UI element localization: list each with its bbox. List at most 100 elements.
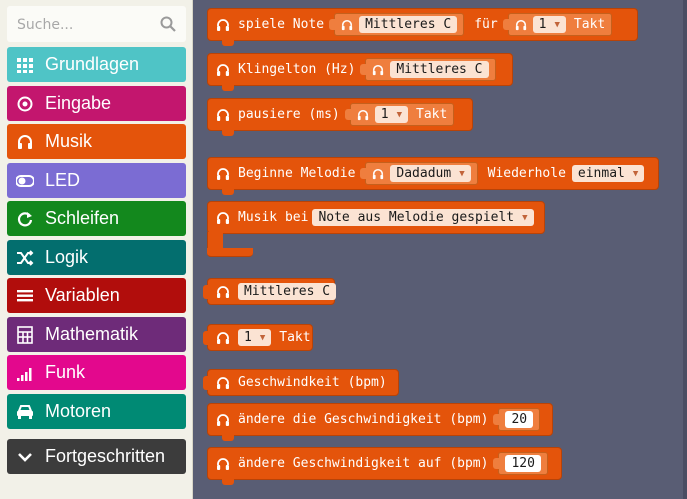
beats-socket[interactable]: 1▼ Takt	[344, 103, 455, 126]
block-label: ändere Geschwindigkeit auf (bpm)	[238, 456, 489, 471]
music-event-block[interactable]: Musik bei Note aus Melodie gespielt▼	[207, 201, 547, 257]
beats-socket[interactable]: 1▼ Takt	[502, 13, 613, 36]
note-value[interactable]: Mittleres C	[390, 61, 489, 78]
music-event-header[interactable]: Musik bei Note aus Melodie gespielt▼	[207, 201, 545, 234]
beat-unit-label: Takt	[573, 17, 606, 32]
repeat-dropdown[interactable]: einmal ▼	[571, 165, 645, 182]
value-socket[interactable]: 120	[493, 452, 548, 475]
block-notch	[222, 40, 234, 46]
block-label: spiele Note	[238, 17, 325, 32]
beat-reporter-block[interactable]: 1▼ Takt	[203, 324, 313, 351]
block-label: Musik bei	[238, 210, 309, 225]
block-output-tab	[203, 376, 209, 390]
change-tempo-block[interactable]: ändere die Geschwindigkeit (bpm) 20	[207, 403, 553, 441]
play-note-block[interactable]: spiele Note Mittleres C für 1▼ Takt	[207, 8, 638, 46]
dropdown-arrow-icon: ▼	[459, 168, 465, 179]
category-label: Musik	[45, 131, 93, 151]
block-notch	[222, 189, 234, 195]
chevron-down-icon	[18, 453, 32, 462]
beats-value: 1	[380, 107, 389, 122]
note-value[interactable]: Mittleres C	[238, 283, 337, 300]
block-label: Geschwindkeit (bpm)	[238, 375, 387, 390]
category-funk[interactable]: Funk	[7, 355, 186, 390]
socket-tab	[502, 19, 509, 30]
dropdown-arrow-icon: ▼	[259, 332, 266, 343]
socket-tab	[493, 414, 500, 425]
value-socket[interactable]: 20	[493, 408, 541, 431]
headphones-icon	[217, 332, 229, 344]
category-schleifen[interactable]: Schleifen	[7, 201, 186, 236]
category-label: Fortgeschritten	[45, 446, 166, 466]
category-mathematik[interactable]: Mathematik	[7, 317, 186, 352]
list-icon	[17, 290, 33, 302]
melody-dropdown[interactable]: Dadadum ▼	[390, 165, 471, 182]
category-fortgeschritten[interactable]: Fortgeschritten	[7, 439, 186, 474]
repeat-label: Wiederhole	[487, 166, 566, 181]
category-label: Logik	[45, 247, 89, 267]
tempo-reporter-block[interactable]: Geschwindkeit (bpm)	[203, 369, 399, 396]
headphones-icon	[217, 377, 229, 389]
note-reporter-block[interactable]: Mittleres C	[203, 278, 337, 305]
signal-icon	[17, 368, 32, 381]
melody-socket[interactable]: Dadadum ▼	[360, 162, 478, 185]
toolbox-sidebar: Grundlagen Eingabe Musik LED Schleifen L…	[0, 0, 193, 499]
category-label: Schleifen	[45, 208, 120, 228]
target-icon	[17, 96, 33, 112]
set-tempo-block[interactable]: ändere Geschwindigkeit auf (bpm) 120	[207, 447, 562, 485]
headphones-icon	[217, 212, 229, 224]
category-eingabe[interactable]: Eingabe	[7, 86, 186, 121]
socket-tab	[493, 458, 500, 469]
search-box[interactable]	[7, 6, 186, 42]
socket-tab	[360, 64, 367, 75]
block-output-tab	[203, 331, 209, 345]
note-socket[interactable]: Mittleres C	[329, 13, 465, 36]
search-input[interactable]	[15, 12, 149, 38]
note-value[interactable]: Mittleres C	[359, 16, 458, 33]
dropdown-arrow-icon: ▼	[396, 109, 402, 120]
socket-tab	[329, 19, 336, 30]
car-icon	[17, 405, 33, 419]
repeat-value: einmal	[577, 166, 625, 181]
headphones-icon	[217, 414, 229, 426]
beat-unit-label: Takt	[279, 330, 311, 345]
category-logik[interactable]: Logik	[7, 240, 186, 275]
start-melody-block[interactable]: Beginne Melodie Dadadum▼ Wiederhole einm…	[207, 157, 659, 195]
category-grundlagen[interactable]: Grundlagen	[7, 47, 186, 82]
block-label: Klingelton (Hz)	[238, 62, 356, 77]
tempo-set-input[interactable]: 120	[505, 455, 541, 472]
block-label: ändere die Geschwindigkeit (bpm)	[238, 412, 489, 427]
category-motoren[interactable]: Motoren	[7, 394, 186, 429]
event-dropdown[interactable]: Note aus Melodie gespielt▼	[312, 209, 534, 226]
headphones-icon	[18, 135, 32, 149]
rest-block[interactable]: pausiere (ms) 1▼ Takt	[207, 98, 473, 136]
tempo-change-input[interactable]: 20	[505, 411, 534, 428]
beats-dropdown[interactable]: 1▼	[374, 106, 408, 123]
beat-unit-label: Takt	[416, 107, 448, 122]
headphones-icon	[217, 19, 229, 31]
headphones-icon	[341, 19, 353, 31]
search-icon[interactable]	[160, 16, 176, 32]
beats-dropdown[interactable]: 1▼	[238, 329, 272, 346]
beats-dropdown[interactable]: 1▼	[532, 16, 566, 33]
block-notch	[222, 479, 234, 485]
category-musik[interactable]: Musik	[7, 124, 186, 159]
ring-tone-block[interactable]: Klingelton (Hz) Mittleres C	[207, 53, 513, 91]
category-led[interactable]: LED	[7, 163, 186, 198]
beats-value: 1	[244, 330, 252, 345]
melody-value: Dadadum	[396, 166, 452, 181]
category-variablen[interactable]: Variablen	[7, 278, 186, 313]
note-socket[interactable]: Mittleres C	[360, 58, 496, 81]
category-label: Motoren	[45, 401, 112, 421]
toggle-icon	[16, 175, 34, 187]
category-label: Mathematik	[45, 324, 139, 344]
category-label: Grundlagen	[45, 54, 140, 74]
headphones-icon	[217, 286, 229, 298]
dropdown-arrow-icon: ▼	[632, 168, 639, 179]
socket-tab	[360, 168, 367, 179]
event-block-foot	[207, 248, 253, 257]
category-label: Variablen	[45, 285, 120, 305]
blocks-workspace[interactable]: spiele Note Mittleres C für 1▼ Takt Klin…	[193, 0, 687, 499]
workspace-scrollbar[interactable]	[683, 0, 687, 499]
headphones-icon	[217, 109, 229, 121]
block-notch	[222, 435, 234, 441]
